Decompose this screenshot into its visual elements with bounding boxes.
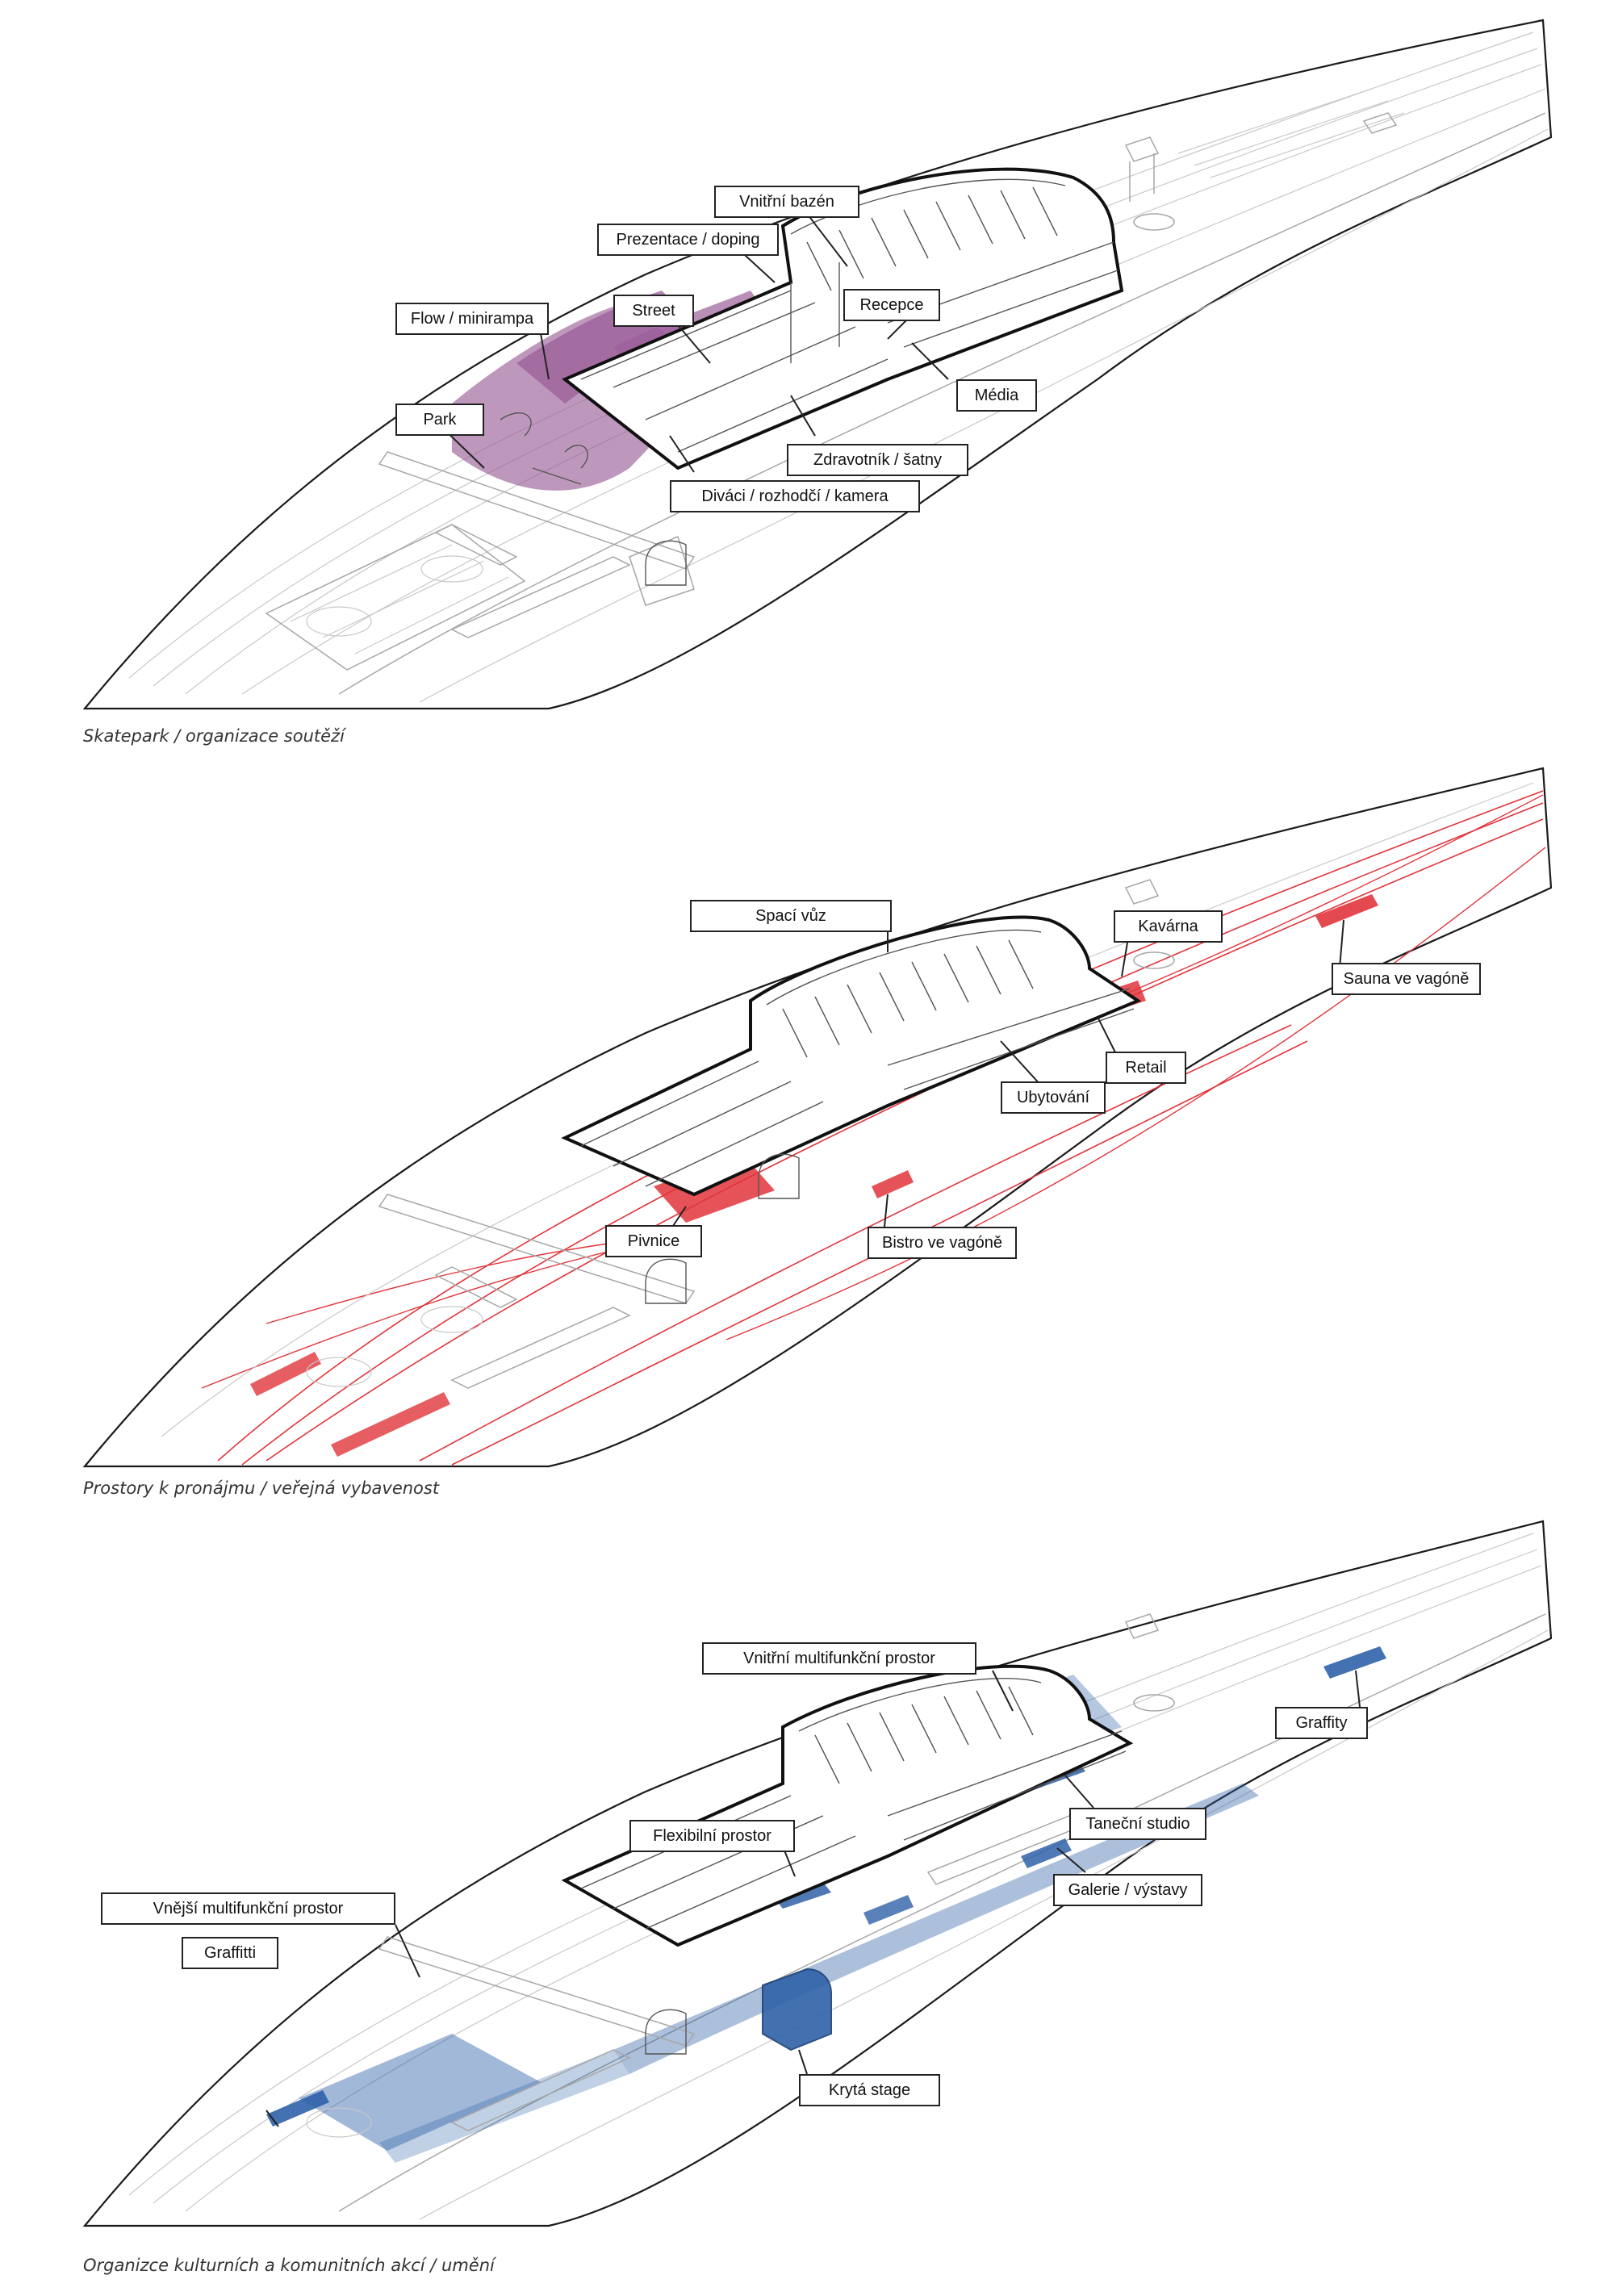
label-spaci-vuz: Spací vůz [690, 900, 892, 932]
label-ubytovani: Ubytování [1001, 1081, 1106, 1114]
label-vnejsi-multifunkcni-prostor: Vnější multifunkční prostor [101, 1892, 395, 1925]
label-divaci-rozhodci-kamera: Diváci / rozhodčí / kamera [670, 480, 920, 512]
caption-pronajem: Prostory k pronájmu / veřejná vybavenost [83, 1478, 440, 1498]
label-prezentace-doping: Prezentace / doping [597, 224, 779, 256]
label-graffitti: Graffitti [182, 1937, 278, 1969]
label-tanecni-studio: Taneční studio [1069, 1808, 1206, 1840]
wagon-left-2 [331, 1392, 450, 1457]
panel-pronajem: Spací vůz Kavárna Sauna ve vagóně Retail… [0, 759, 1614, 1517]
label-kavarna: Kavárna [1114, 910, 1223, 943]
site-axonometry-kultura [82, 1520, 1553, 2227]
label-flexibilni-prostor: Flexibilní prostor [629, 1820, 795, 1852]
site-axonometry-skatepark [82, 19, 1553, 710]
wagon-galerie-1 [863, 1895, 914, 1925]
wagon-sauna [1315, 894, 1378, 928]
label-street: Street [613, 295, 694, 327]
label-bistro-ve-vagone: Bistro ve vagóně [868, 1227, 1017, 1259]
caption-skatepark: Skatepark / organizace soutěží [83, 726, 345, 746]
label-media: Média [956, 379, 1037, 412]
label-vnitrni-bazen: Vnitřní bazén [714, 186, 859, 218]
wagon-graffitti [266, 2090, 329, 2127]
label-park: Park [395, 404, 484, 436]
wagon-graffity [1323, 1646, 1386, 1679]
kryta-stage-volume [762, 1968, 832, 2051]
label-galerie-vystavy: Galerie / výstavy [1053, 1874, 1202, 1906]
site-axonometry-pronajem [82, 767, 1553, 1468]
label-sauna-ve-vagone: Sauna ve vagóně [1332, 963, 1481, 995]
label-kryta-stage: Krytá stage [799, 2074, 940, 2106]
label-graffity: Graffity [1275, 1707, 1368, 1739]
label-retail: Retail [1106, 1052, 1186, 1084]
zone-bottom-strip [379, 2050, 629, 2163]
wagon-left-1 [250, 1352, 321, 1396]
zone-vnejsi-multifunkcni [299, 2034, 541, 2151]
label-zdravotnik-satny: Zdravotník / šatny [787, 444, 968, 476]
label-vnitrni-multifunkcni-prostor: Vnitřní multifunkční prostor [702, 1642, 976, 1675]
caption-kultura: Organizce kulturních a komunitních akcí … [83, 2256, 495, 2275]
wagon-galerie-2 [1021, 1838, 1072, 1868]
panel-kultura: Vnitřní multifunkční prostor Graffity Ta… [0, 1517, 1614, 2296]
label-pivnice: Pivnice [605, 1225, 702, 1257]
wagon-bistro [872, 1170, 914, 1198]
label-recepce: Recepce [843, 289, 940, 321]
label-flow-minirampa: Flow / minirampa [395, 303, 549, 335]
panel-skatepark: Vnitřní bazén Prezentace / doping Street… [0, 0, 1614, 759]
